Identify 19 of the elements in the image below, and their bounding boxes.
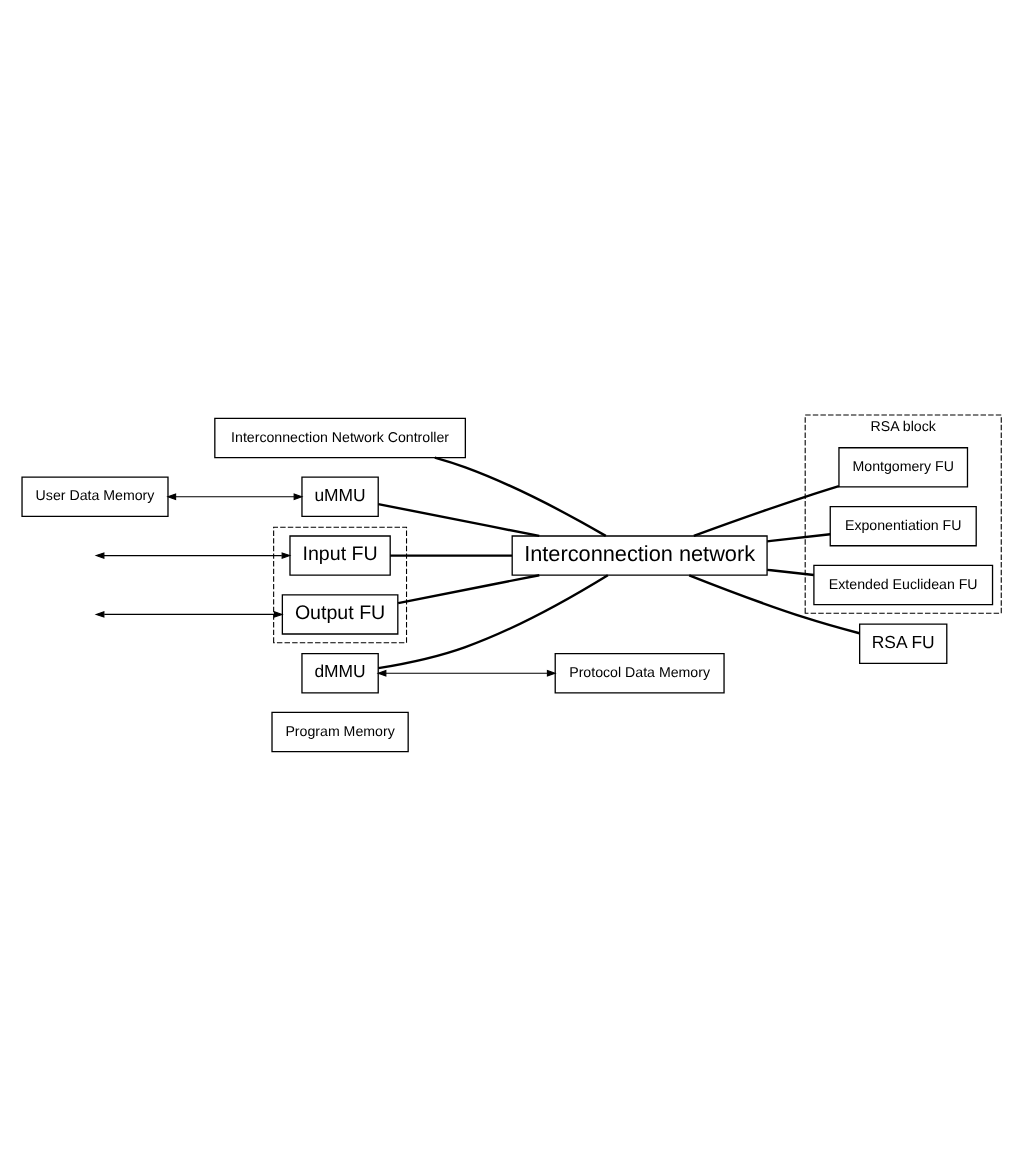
connector bbox=[378, 573, 609, 669]
node-box: Output FU bbox=[281, 593, 399, 634]
node-box: RSA FU bbox=[859, 622, 948, 664]
node-box: uMMU bbox=[301, 475, 379, 517]
node-box: dMMU bbox=[301, 651, 379, 693]
connector bbox=[767, 567, 814, 576]
node-box: Interconnection network bbox=[511, 534, 768, 575]
connector bbox=[378, 501, 540, 537]
arrow bbox=[166, 492, 304, 500]
node-box: Input FU bbox=[289, 534, 391, 575]
arrow bbox=[94, 551, 292, 558]
connector bbox=[390, 553, 513, 556]
connector bbox=[434, 455, 607, 536]
connector bbox=[767, 532, 831, 542]
arrow bbox=[376, 668, 557, 676]
arrow bbox=[94, 609, 284, 617]
connector bbox=[693, 483, 840, 536]
connector bbox=[688, 573, 860, 634]
connector bbox=[397, 573, 540, 604]
